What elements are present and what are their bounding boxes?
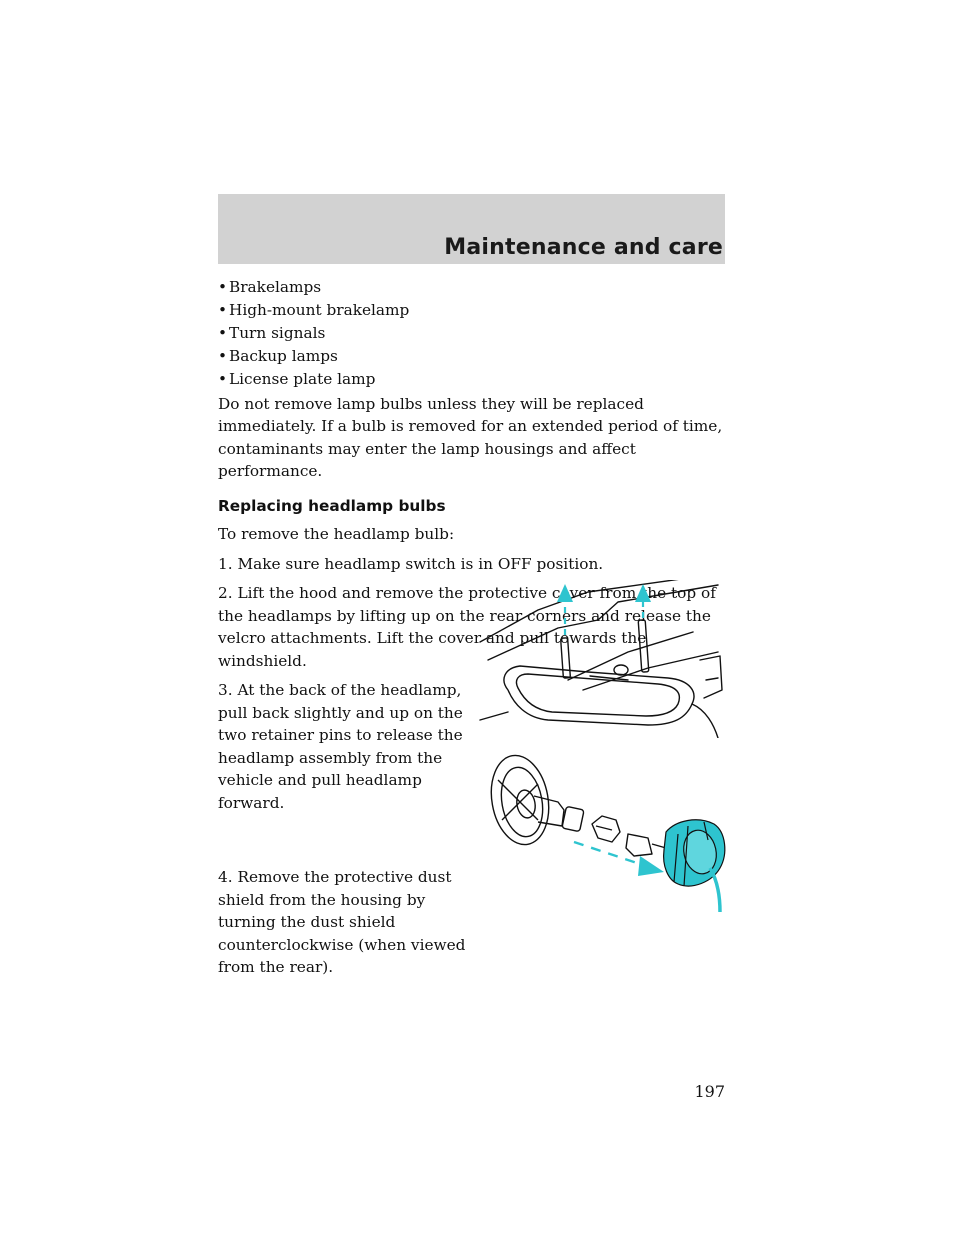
intro-paragraph: Do not remove lamp bulbs unless they wil… — [218, 394, 723, 481]
step-3: 3. At the back of the headlamp, pull bac… — [218, 681, 463, 812]
bullet-icon: • — [218, 347, 228, 365]
header-band: Maintenance and care — [218, 194, 725, 264]
headlamp-retainer-illustration — [479, 580, 723, 738]
subsection-heading: Replacing headlamp bulbs — [218, 496, 446, 515]
page-number: 197 — [694, 1082, 725, 1101]
list-item: •Backup lamps — [218, 345, 725, 368]
step-4: 4. Remove the protective dust shield fro… — [218, 868, 466, 976]
bullet-icon: • — [218, 278, 228, 296]
step-2: 2. Lift the hood and remove the protecti… — [218, 584, 716, 670]
bullet-icon: • — [218, 324, 228, 342]
page-content: •Brakelamps •High-mount brakelamp •Turn … — [218, 276, 725, 979]
section-title: Maintenance and care — [444, 235, 723, 260]
bullet-icon: • — [218, 301, 228, 319]
list-item: •Turn signals — [218, 322, 725, 345]
step-1: 1. Make sure headlamp switch is in OFF p… — [218, 554, 604, 573]
list-item: •Brakelamps — [218, 276, 725, 299]
list-item: •High-mount brakelamp — [218, 299, 725, 322]
bullet-icon: • — [218, 370, 228, 388]
list-item: •License plate lamp — [218, 368, 725, 391]
bullet-list: •Brakelamps •High-mount brakelamp •Turn … — [218, 276, 725, 391]
dust-shield-illustration — [490, 754, 726, 912]
lead-text: To remove the headlamp bulb: — [218, 525, 455, 543]
